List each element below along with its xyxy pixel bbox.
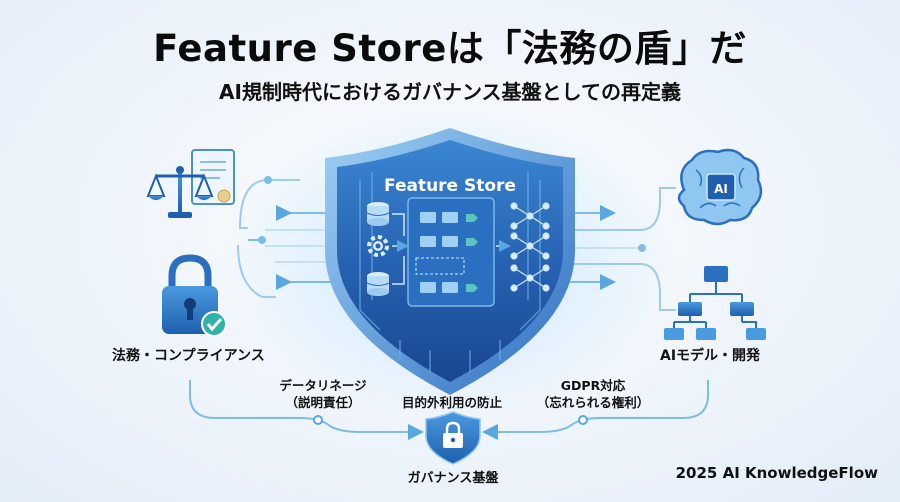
database-icon (366, 202, 390, 226)
ai-model-dev-label: AIモデル・開発 (660, 348, 761, 364)
purpose-limitation-label: 目的外利用の防止 (401, 395, 502, 410)
feature-store-shield (325, 128, 575, 395)
tag-icon (466, 214, 478, 292)
credit-text: 2025 AI KnowledgeFlow (675, 464, 878, 482)
data-lineage-subtitle: （説明責任） (285, 395, 361, 410)
governance-shield-icon (425, 411, 481, 465)
hierarchy-icon (664, 266, 766, 340)
gdpr-title: GDPR対応 (560, 378, 626, 393)
governance-base-label: ガバナンス基盤 (407, 471, 499, 486)
selection-box (415, 257, 465, 275)
check-badge-icon (201, 311, 227, 337)
folder-icon (420, 212, 458, 293)
database-icon (366, 272, 390, 296)
gdpr-label: GDPR対応 （忘れられる権利） (528, 377, 658, 411)
neural-network-icon (510, 202, 550, 292)
inner-arrows (392, 213, 511, 285)
page-subtitle: AI規制時代におけるガバナンス基盤としての再定義 (219, 80, 681, 104)
data-lineage-title: データリネージ (279, 378, 367, 393)
shield-title: Feature Store (384, 176, 516, 196)
data-lineage-label: データリネージ （説明責任） (268, 377, 378, 411)
ai-brain-icon (677, 148, 763, 226)
page-title: Feature Storeは「法務の盾」だ (153, 27, 747, 70)
gdpr-subtitle: （忘れられる権利） (536, 395, 650, 410)
bottom-flow-lines (189, 380, 709, 440)
gear-icon (367, 235, 389, 257)
legal-scales-icon (146, 149, 235, 218)
ai-chip-label: AI (714, 182, 728, 196)
legal-compliance-label: 法務・コンプライアンス (112, 348, 265, 364)
